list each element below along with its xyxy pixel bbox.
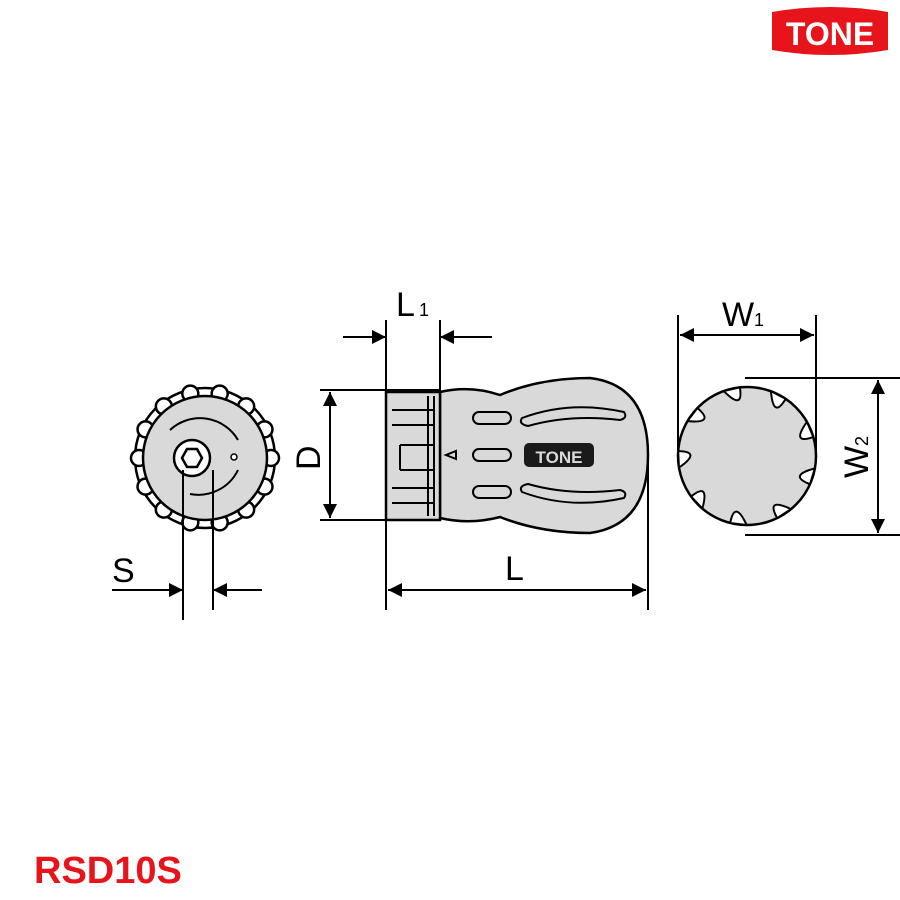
- model-number: RSD10S: [34, 850, 182, 892]
- dimension-d: [320, 389, 440, 521]
- label-w1: W: [722, 296, 754, 334]
- flute-groove: [729, 510, 749, 527]
- label-s: S: [112, 552, 135, 590]
- flute-groove: [769, 389, 788, 409]
- dimension-w1: [677, 315, 817, 450]
- logo-text: TONE: [786, 16, 874, 52]
- socket-end-view: [129, 384, 281, 532]
- flute-groove: [798, 466, 817, 486]
- flute-groove: [689, 490, 706, 511]
- dimension-w2: [745, 377, 900, 536]
- label-w2-sub: 2: [852, 436, 872, 446]
- flute-groove: [721, 386, 742, 402]
- label-w2: W: [838, 446, 876, 478]
- label-w1-sub: 1: [754, 310, 764, 330]
- label-d: D: [290, 445, 328, 470]
- label-l1-sub: 1: [419, 300, 429, 320]
- flute-groove: [677, 450, 692, 470]
- dimension-s: [112, 470, 262, 620]
- handle-side-view: [384, 376, 650, 535]
- flute-groove: [799, 419, 815, 441]
- handle-end-view: [676, 385, 818, 527]
- label-l: L: [505, 550, 524, 588]
- dimension-l: [388, 455, 649, 610]
- flute-groove: [772, 503, 794, 520]
- handle-logo-text: TONE: [536, 448, 583, 467]
- flute-groove: [685, 406, 706, 423]
- label-l1: L: [396, 286, 415, 324]
- dimension-l1: [343, 320, 492, 610]
- tone-logo: TONE: [772, 7, 888, 55]
